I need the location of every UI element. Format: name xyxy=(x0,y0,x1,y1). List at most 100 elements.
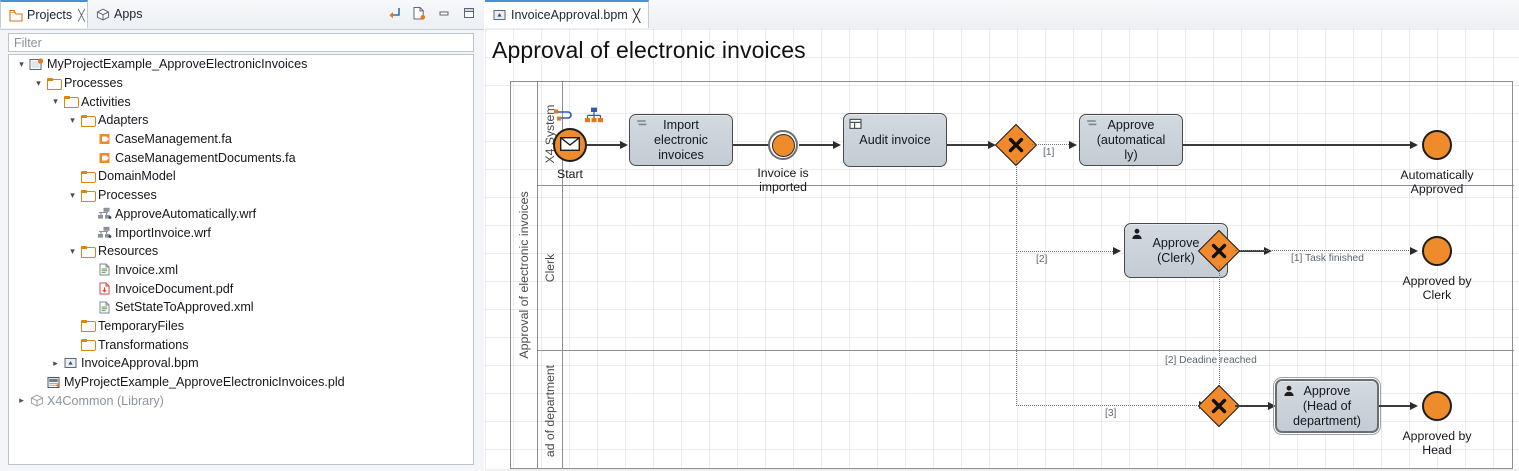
apps-box-icon xyxy=(96,8,110,21)
editor-tab-label: InvoiceApproval.bpm xyxy=(511,8,628,22)
tree-item[interactable]: Transformations xyxy=(9,335,473,354)
chevron-right-icon[interactable]: ▸ xyxy=(19,395,24,406)
arrowhead xyxy=(1410,246,1418,255)
flow-label-deadline: [2] Deadine reached xyxy=(1165,355,1257,366)
chevron-down-icon[interactable]: ▾ xyxy=(19,58,24,69)
task-approve-clerk-label: Approve (Clerk) xyxy=(1152,235,1200,265)
task-import-electronic-invoices[interactable]: Import electronic invoices xyxy=(629,114,733,166)
projects-icon xyxy=(9,9,23,22)
arrowhead xyxy=(1268,401,1276,410)
arrowhead xyxy=(1069,140,1077,149)
maximize-icon[interactable] xyxy=(460,4,478,22)
tree-item[interactable]: Invoice.xml xyxy=(9,261,473,280)
project-tree[interactable]: ▾ MyProjectExample_ApproveElectronicInvoi… xyxy=(8,54,474,465)
end-event-approved-by-clerk[interactable] xyxy=(1422,236,1452,266)
chevron-down-icon[interactable]: ▾ xyxy=(70,189,75,200)
minimize-icon[interactable] xyxy=(435,4,453,22)
workflow-wrf-icon xyxy=(96,226,113,239)
bpmn-canvas[interactable]: Approval of electronic invoices Approval… xyxy=(485,29,1519,471)
tree-item[interactable]: ▸X4Common (Library) xyxy=(9,391,473,410)
horizontal-scrollbar[interactable] xyxy=(485,469,1519,471)
task-approve-head[interactable]: Approve (Head of department) xyxy=(1273,377,1381,435)
end-event-automatically-approved[interactable] xyxy=(1422,130,1452,160)
close-icon[interactable]: ╳ xyxy=(78,9,85,22)
tree-item[interactable]: InvoiceDocument.pdf xyxy=(9,279,473,298)
flow-audit-to-gateway xyxy=(947,144,992,146)
flow-gateway-down-head xyxy=(1015,251,1017,406)
flow-gateway-down xyxy=(1015,160,1017,252)
lane-label-head: ad of department xyxy=(542,364,557,457)
chevron-down-icon[interactable]: ▾ xyxy=(36,77,41,88)
tree-item[interactable]: TemporaryFiles xyxy=(9,317,473,336)
tab-projects[interactable]: Projects ╳ xyxy=(0,0,88,28)
tree-item-label: Adapters xyxy=(98,113,149,128)
tab-invoiceapproval-bpm[interactable]: InvoiceApproval.bpm ╳ xyxy=(485,0,650,28)
tree-item-label: ImportInvoice.wrf xyxy=(115,225,211,240)
page-title: Approval of electronic invoices xyxy=(492,37,806,63)
library-icon xyxy=(28,394,45,407)
tree-item[interactable]: CaseManagement.fa xyxy=(9,130,473,149)
project-icon xyxy=(28,58,45,71)
chevron-down-icon[interactable]: ▾ xyxy=(53,96,58,107)
tree-item[interactable]: DomainModel xyxy=(9,167,473,186)
chevron-down-icon[interactable]: ▾ xyxy=(70,114,75,125)
task-audit-invoice[interactable]: Audit invoice xyxy=(843,113,947,167)
tree-item-label: InvoiceDocument.pdf xyxy=(115,281,234,296)
close-icon[interactable]: ╳ xyxy=(632,8,641,23)
task-approve-clerk[interactable]: Approve (Clerk) xyxy=(1124,223,1228,278)
task-approve-automatically[interactable]: Approve (automatical ly) xyxy=(1079,114,1183,166)
tree-item[interactable]: CaseManagementDocuments.fa xyxy=(9,148,473,167)
lane-label-clerk: Clerk xyxy=(542,253,557,283)
tree-item[interactable]: SetStateToApproved.xml xyxy=(9,298,473,317)
flow-imported-to-audit xyxy=(799,144,837,146)
lane-clerk[interactable]: Clerk xyxy=(537,186,1514,351)
flow-headgw-to-task xyxy=(1235,405,1272,407)
x-mark-icon xyxy=(1211,243,1227,259)
folder-icon xyxy=(79,189,96,202)
exclusive-gateway-split[interactable] xyxy=(994,123,1038,167)
tree-item[interactable]: ▾MyProjectExample_ApproveElectronicInvoi… xyxy=(9,55,473,74)
new-file-icon[interactable] xyxy=(410,4,428,22)
task-approve-head-label: Approve (Head of department) xyxy=(1293,383,1361,428)
arrowhead xyxy=(620,140,628,149)
end-event-approved-by-head[interactable] xyxy=(1422,391,1452,421)
tree-item[interactable]: ▾ Adapters xyxy=(9,111,473,130)
tree-item[interactable]: ▾Processes xyxy=(9,74,473,93)
workflow-wrf-icon xyxy=(96,207,113,220)
link-with-editor-icon[interactable] xyxy=(385,4,403,22)
tree-item[interactable]: ▾Processes xyxy=(9,186,473,205)
flow-auto-to-end xyxy=(1183,144,1414,146)
adapter-fa-icon xyxy=(96,152,113,164)
task-audit-label: Audit invoice xyxy=(859,132,931,147)
flow-import-to-imported xyxy=(733,144,774,146)
bpm-file-icon xyxy=(62,357,79,369)
tree-item[interactable]: ▸InvoiceApproval.bpm xyxy=(9,354,473,373)
arrowhead xyxy=(1410,140,1418,149)
tree-item[interactable]: MyProjectExample_ApproveElectronicInvoic… xyxy=(9,373,473,392)
form-icon xyxy=(849,118,862,130)
end-clerk-label: Approved by Clerk xyxy=(1402,274,1472,302)
chevron-down-icon[interactable]: ▾ xyxy=(70,245,75,256)
flow-deadline-down xyxy=(1219,266,1221,408)
tree-item[interactable]: ApproveAutomatically.wrf xyxy=(9,205,473,224)
pool-approval[interactable]: Approval of electronic invoices X4 Syste… xyxy=(510,81,1514,470)
arrowhead xyxy=(1410,401,1418,410)
folder-icon xyxy=(45,77,62,90)
start-event[interactable] xyxy=(553,128,587,162)
tree-item[interactable]: ▾Activities xyxy=(9,92,473,111)
flow-task-finished xyxy=(1235,250,1413,252)
tree-item-label: ApproveAutomatically.wrf xyxy=(115,206,257,221)
exclusive-gateway-head[interactable] xyxy=(1197,384,1241,428)
exclusive-gateway-clerk[interactable] xyxy=(1197,229,1241,273)
tab-apps[interactable]: Apps xyxy=(88,0,160,28)
lane-label-band: ad of department xyxy=(537,351,563,470)
filter-input[interactable]: Filter xyxy=(8,33,474,52)
editor-tabbar: InvoiceApproval.bpm ╳ xyxy=(485,0,1519,30)
view-toolbar xyxy=(385,4,478,22)
intermediate-event-invoice-imported[interactable] xyxy=(768,130,798,160)
tree-item[interactable]: ImportInvoice.wrf xyxy=(9,223,473,242)
bpm-file-icon xyxy=(493,9,506,21)
chevron-right-icon[interactable]: ▸ xyxy=(53,357,58,368)
tree-item[interactable]: ▾Resources xyxy=(9,242,473,261)
lane-head-of-department[interactable]: ad of department xyxy=(537,351,1514,470)
